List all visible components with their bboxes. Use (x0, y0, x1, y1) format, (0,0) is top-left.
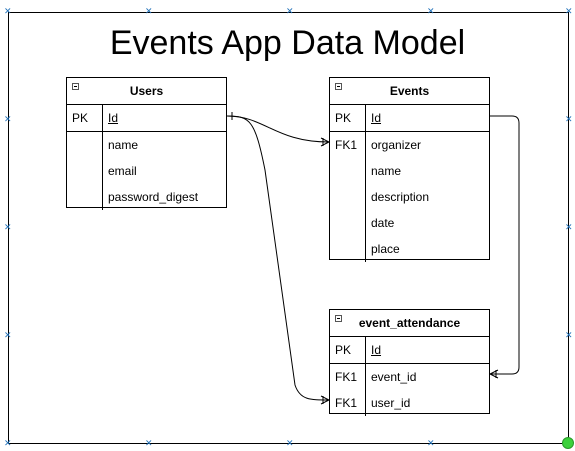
key-cell (330, 184, 366, 210)
key-cell (330, 158, 366, 184)
field-cell: date (371, 216, 395, 230)
table-row[interactable]: name (330, 158, 489, 184)
field-cell: name (371, 164, 402, 178)
selection-handle[interactable]: ✕ (565, 114, 573, 124)
key-cell: PK (330, 337, 366, 363)
table-row[interactable]: name (67, 132, 226, 158)
selection-handle[interactable]: ✕ (4, 222, 12, 232)
table-row[interactable]: description (330, 184, 489, 210)
table-name: Users (129, 84, 164, 98)
table-row[interactable]: FK1 event_id (330, 364, 489, 390)
connector-users-attendance (226, 115, 330, 401)
key-cell (330, 210, 366, 236)
selection-handle[interactable]: ✕ (286, 438, 294, 448)
key-cell: PK (67, 105, 103, 131)
table-row[interactable]: PK Id (67, 105, 226, 132)
selection-handle[interactable]: ✕ (4, 6, 12, 16)
collapse-icon[interactable] (335, 315, 342, 322)
selection-handle[interactable]: ✕ (565, 330, 573, 340)
selection-handle[interactable]: ✕ (427, 438, 435, 448)
crows-foot-marker (320, 395, 331, 405)
key-cell: FK1 (330, 364, 366, 390)
field-cell: password_digest (108, 190, 199, 204)
selection-handle[interactable]: ✕ (145, 6, 153, 16)
key-cell: FK1 (330, 132, 366, 158)
table-row[interactable]: email (67, 158, 226, 184)
selection-handle[interactable]: ✕ (4, 330, 12, 340)
events-table[interactable]: Events PK Id FK1 organizer name descript… (329, 77, 490, 262)
table-row[interactable]: FK1 user_id (330, 390, 489, 416)
table-row[interactable]: place (330, 236, 489, 262)
key-cell (67, 158, 103, 184)
table-row[interactable]: PK Id (330, 337, 489, 364)
key-cell: PK (330, 105, 366, 131)
field-cell: organizer (371, 138, 422, 152)
event-attendance-table[interactable]: event_attendance PK Id FK1 event_id FK1 … (329, 309, 490, 416)
selection-handle[interactable]: ✕ (286, 6, 294, 16)
key-cell (330, 236, 366, 262)
selection-handle[interactable]: ✕ (565, 6, 573, 16)
field-cell: Id (371, 343, 382, 357)
crows-foot-marker (320, 137, 331, 147)
table-row[interactable]: password_digest (67, 184, 226, 210)
connector-users-events (226, 115, 330, 143)
selection-handle[interactable]: ✕ (427, 6, 435, 16)
table-header[interactable]: Events (330, 78, 489, 105)
field-cell: event_id (371, 370, 417, 384)
field-cell: name (108, 138, 139, 152)
diagram-title[interactable]: Events App Data Model (109, 24, 466, 62)
table-header[interactable]: event_attendance (330, 310, 489, 337)
field-cell: Id (371, 111, 382, 125)
field-cell: email (108, 164, 137, 178)
collapse-icon[interactable] (72, 83, 79, 90)
selection-handle[interactable]: ✕ (4, 114, 12, 124)
diagram-canvas (8, 12, 569, 444)
table-row[interactable]: date (330, 210, 489, 236)
key-cell (67, 184, 103, 210)
table-row[interactable]: FK1 organizer (330, 132, 489, 158)
connector-events-attendance (490, 115, 520, 375)
field-cell: Id (108, 111, 119, 125)
collapse-icon[interactable] (335, 83, 342, 90)
key-cell: FK1 (330, 390, 366, 416)
key-cell (67, 132, 103, 158)
table-row[interactable]: PK Id (330, 105, 489, 132)
table-header[interactable]: Users (67, 78, 226, 105)
table-name: event_attendance (358, 316, 461, 330)
table-name: Events (389, 84, 430, 98)
users-table[interactable]: Users PK Id name email password_digest (66, 77, 227, 210)
selection-handle[interactable]: ✕ (145, 438, 153, 448)
crows-foot-marker (488, 369, 499, 379)
resize-handle[interactable] (562, 437, 574, 449)
selection-handle[interactable]: ✕ (4, 438, 12, 448)
selection-handle[interactable]: ✕ (565, 222, 573, 232)
field-cell: place (371, 242, 400, 256)
field-cell: user_id (371, 396, 411, 410)
field-cell: description (371, 190, 430, 204)
